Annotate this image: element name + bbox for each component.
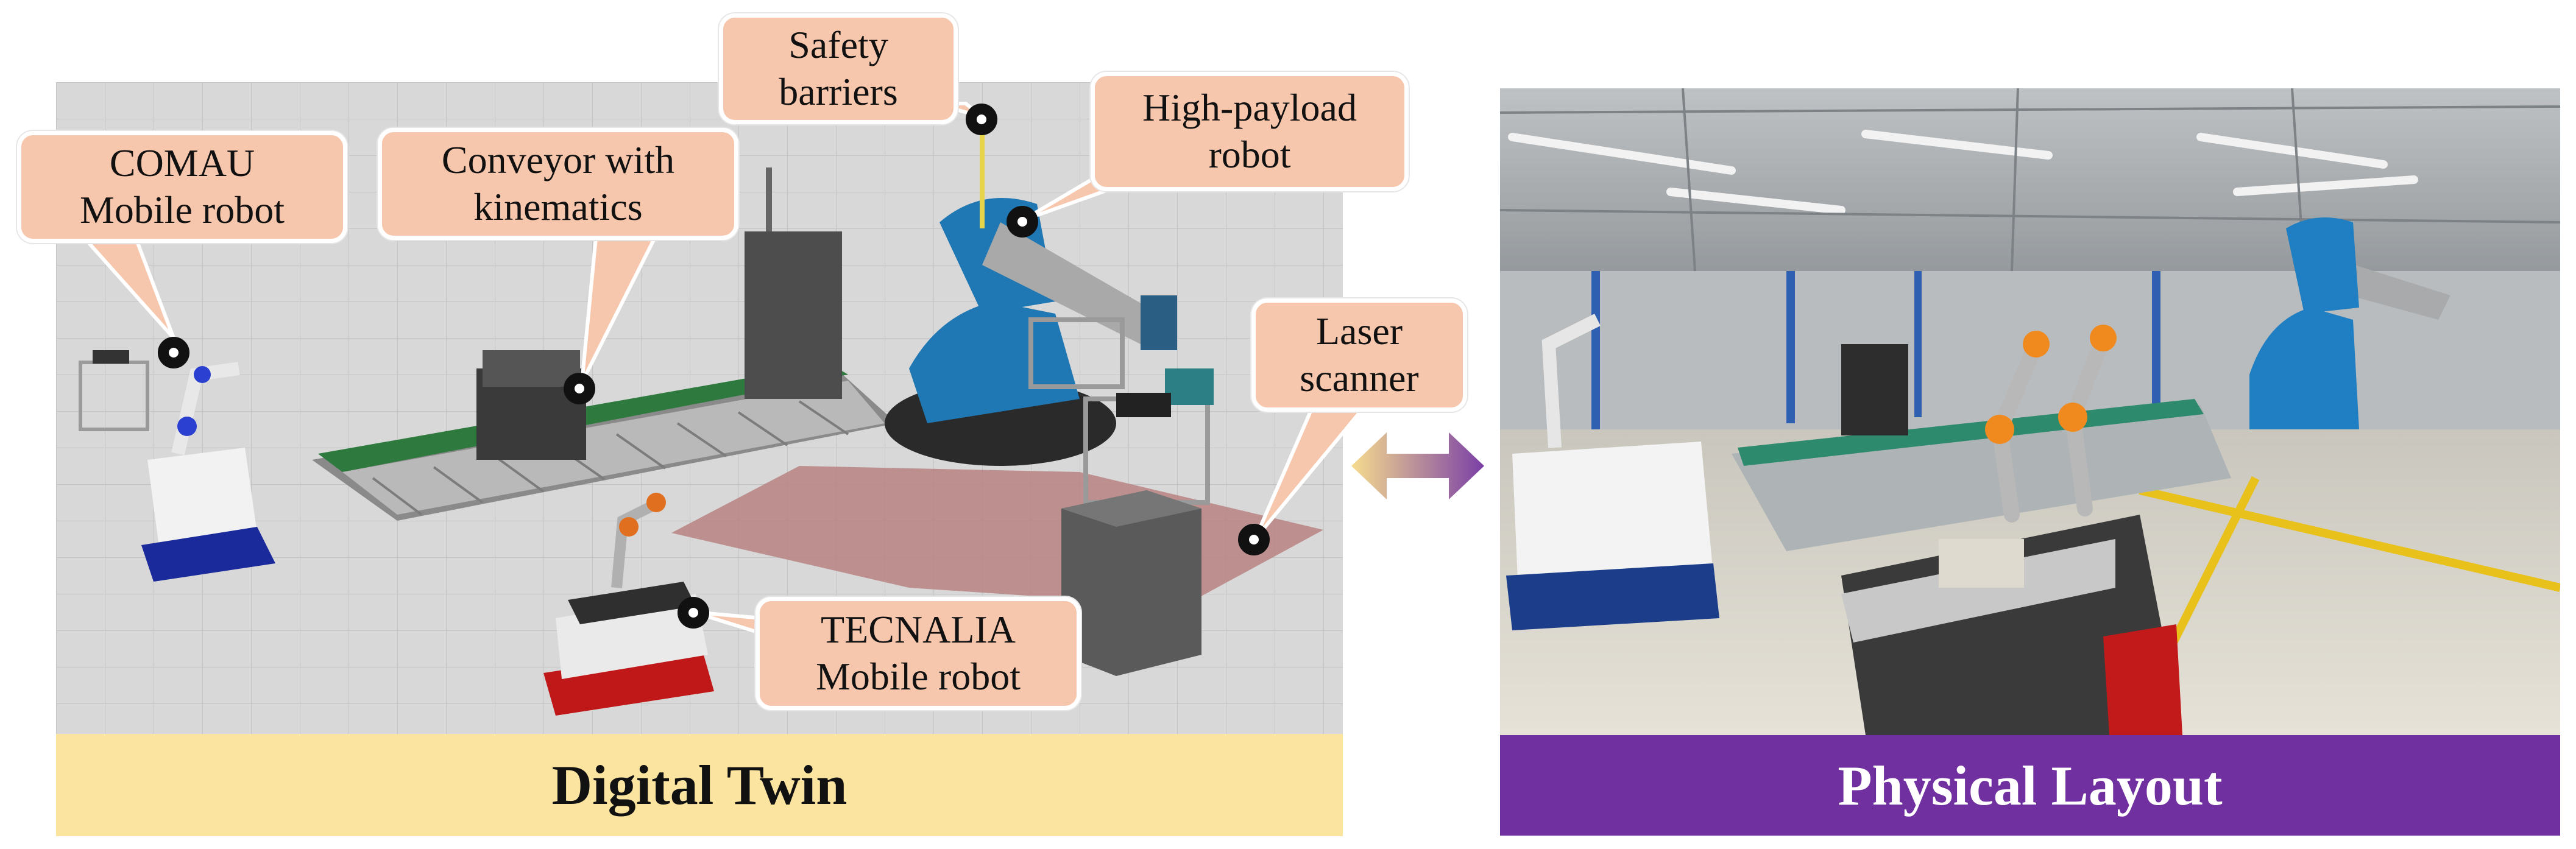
conveyor [312, 350, 897, 521]
callout-comau-mobile-robot: COMAU Mobile robot [17, 131, 347, 243]
comau-marker-dot [158, 337, 189, 368]
physical-layout-photo [1500, 88, 2560, 735]
callout-conveyor-with-kinematics: Conveyor with kinematics [378, 128, 738, 240]
callout-tecnalia-mobile-robot: TECNALIA Mobile robot [755, 597, 1081, 710]
factory-photo [1500, 88, 2560, 735]
laser-marker-dot [1238, 524, 1270, 555]
callout-laser-scanner: Laser scanner [1251, 298, 1467, 412]
payload-marker-dot [1007, 206, 1038, 238]
physical-layout-title: Physical Layout [1500, 735, 2560, 836]
comau-mobile-robot-model [79, 350, 275, 582]
conveyor-marker-dot [564, 373, 595, 404]
tecnalia-mobile-robot-model [543, 493, 714, 716]
digital-twin-title: Digital Twin [56, 734, 1343, 836]
high-payload-robot-model [885, 198, 1177, 466]
callout-high-payload-robot: High-payload robot [1091, 72, 1409, 191]
tecnalia-marker-dot [678, 597, 709, 629]
callout-safety-barriers: Safety barriers [719, 13, 958, 124]
grey-box [1061, 490, 1201, 676]
cabinet [745, 231, 842, 399]
safety-marker-dot [966, 104, 997, 135]
